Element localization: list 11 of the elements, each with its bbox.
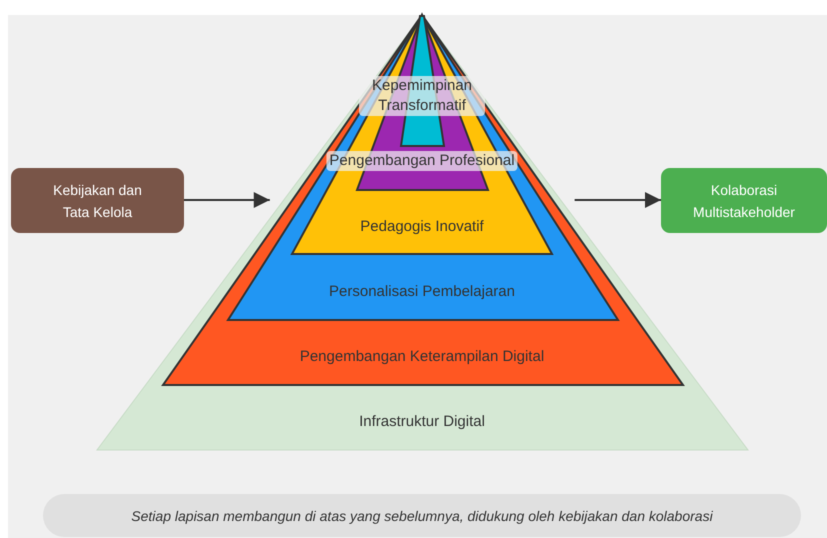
layer-label: Kepemimpinan Transformatif <box>359 76 485 116</box>
layer-label: Pengembangan Keterampilan Digital <box>298 347 546 367</box>
process-box: Kolaborasi Multistakeholder <box>661 168 827 233</box>
layer-label: Pengembangan Profesional <box>326 151 518 171</box>
arrow <box>184 192 270 208</box>
caption: Setiap lapisan membangun di atas yang sebelumnya, didukung oleh kebijakan dan kolaborasi <box>43 494 801 537</box>
layer-label: Infrastruktur Digital <box>358 412 486 432</box>
process-box: Kebijakan dan Tata Kelola <box>11 168 184 233</box>
layer-label: Pedagogis Inovatif <box>359 217 485 237</box>
layer-label: Personalisasi Pembelajaran <box>328 282 516 302</box>
arrow <box>574 192 661 208</box>
